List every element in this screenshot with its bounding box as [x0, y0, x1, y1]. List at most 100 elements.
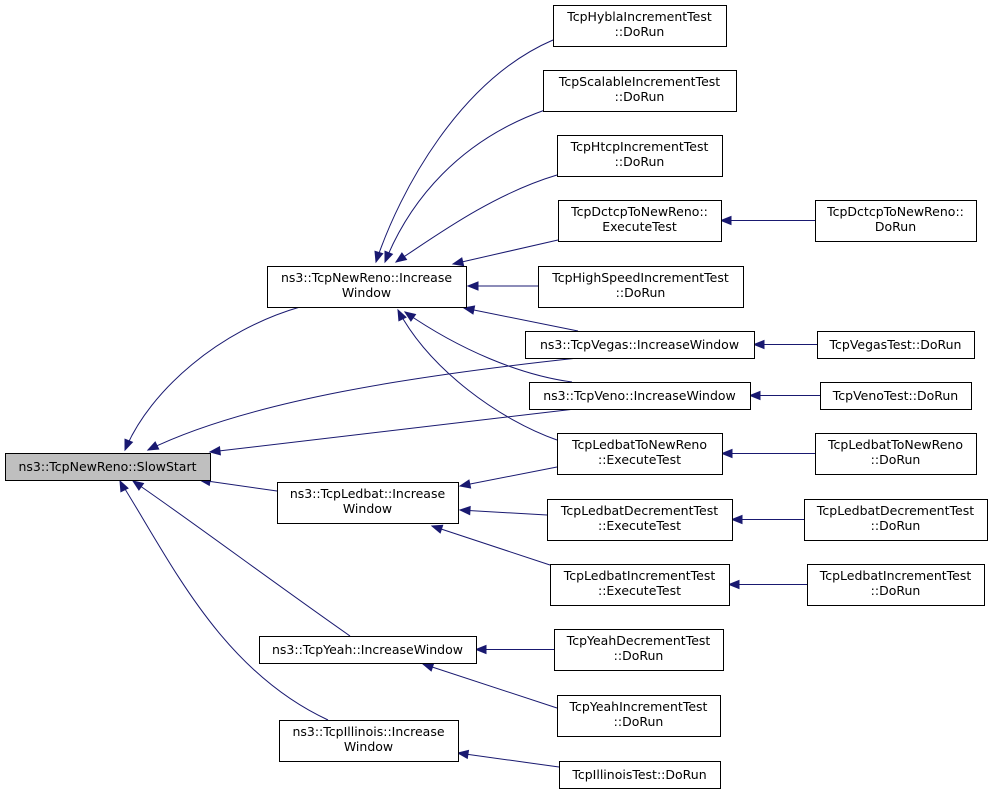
node-label-line: TcpLedbatToNewReno [827, 437, 963, 452]
node-box [557, 433, 723, 475]
node-label-line: TcpHyblaIncrementTest [566, 9, 712, 24]
node-label-line: ::DoRun [614, 648, 664, 663]
edge-line [463, 307, 579, 332]
arrowhead-icon [403, 311, 417, 322]
node-label-line: TcpLedbatDecrementTest [560, 503, 718, 518]
node-box [267, 266, 467, 308]
node-ledbat-newreno-dorun[interactable]: TcpLedbatToNewReno::DoRun [815, 433, 977, 475]
node-highspeed-test[interactable]: TcpHighSpeedIncrementTest::DoRun [538, 266, 744, 308]
edge-line [422, 663, 558, 709]
edge-line [457, 752, 560, 768]
edge-line [431, 525, 551, 566]
arrowhead-icon [727, 579, 740, 590]
node-ledbat-inc-exec[interactable]: TcpLedbatIncrementTest::ExecuteTest [550, 564, 730, 606]
node-box [259, 636, 477, 664]
call-edge-veno_iw-to-slowstart [208, 408, 576, 456]
node-label-line: ns3::TcpIllinois::Increase [292, 724, 444, 739]
node-label-line: ::DoRun [614, 714, 664, 729]
node-box [529, 382, 751, 410]
node-box [554, 629, 724, 671]
node-ledbat-dec-dorun[interactable]: TcpLedbatDecrementTest::DoRun [804, 499, 988, 541]
arrowhead-icon [208, 446, 221, 456]
node-box [5, 453, 211, 481]
node-label-line: ns3::TcpVeno::IncreaseWindow [543, 388, 736, 403]
arrowhead-icon [458, 479, 472, 489]
node-box [525, 331, 755, 359]
node-box [815, 200, 977, 242]
node-label-line: TcpDctcpToNewReno:: [826, 204, 964, 219]
node-htcp-test[interactable]: TcpHtcpIncrementTest::DoRun [557, 135, 723, 177]
node-ledbat-iw[interactable]: ns3::TcpLedbat::IncreaseWindow [277, 482, 459, 524]
call-edge-ledbat_dec_exec-to-ledbat_iw [458, 505, 548, 516]
call-edge-htcp_test-to-newreno_iw [394, 174, 558, 263]
call-edge-yeah_dec_test-to-yeah_iw [474, 644, 554, 655]
node-label-line: ::DoRun [871, 583, 921, 598]
edge-line [459, 466, 558, 487]
arrowhead-icon [458, 505, 471, 516]
node-box [557, 695, 721, 737]
arrowhead-icon [748, 390, 761, 401]
call-nodes: ns3::TcpNewReno::SlowStart ns3::TcpNewRen… [5, 5, 988, 789]
node-label-line: ns3::TcpNewReno::SlowStart [18, 459, 196, 474]
node-label-line: ::DoRun [615, 89, 665, 104]
call-edge-yeah_inc_test-to-yeah_iw [421, 662, 558, 709]
edge-line [395, 174, 558, 263]
node-label-line: ::DoRun [871, 518, 921, 533]
node-label-line: TcpVegasTest::DoRun [829, 337, 962, 352]
node-label-line: Window [342, 285, 391, 300]
call-edge-highspeed_test-to-newreno_iw [466, 281, 538, 291]
node-ledbat-dec-exec[interactable]: TcpLedbatDecrementTest::ExecuteTest [547, 499, 733, 541]
node-box [804, 499, 988, 541]
call-edge-ledbat_newreno_exec-to-newreno_iw [397, 308, 558, 441]
node-yeah-inc-test[interactable]: TcpYeahIncrementTest::DoRun [557, 695, 721, 737]
node-yeah-iw[interactable]: ns3::TcpYeah::IncreaseWindow [259, 636, 477, 664]
node-box [558, 200, 722, 242]
node-vegas-iw[interactable]: ns3::TcpVegas::IncreaseWindow [525, 331, 755, 359]
node-box [538, 266, 744, 308]
node-label-line: TcpIllinoisTest::DoRun [571, 767, 706, 782]
arrowhead-icon [451, 257, 465, 267]
node-yeah-dec-test[interactable]: TcpYeahDecrementTest::DoRun [554, 629, 724, 671]
node-hybla-test[interactable]: TcpHyblaIncrementTest::DoRun [553, 5, 727, 47]
node-label-line: TcpLedbatDecrementTest [816, 503, 974, 518]
call-edge-ledbat_newreno_exec-to-ledbat_iw [458, 466, 558, 489]
call-edge-veno_test-to-veno_iw [748, 390, 820, 401]
node-veno-iw[interactable]: ns3::TcpVeno::IncreaseWindow [529, 382, 751, 410]
node-label-line: TcpYeahIncrementTest [569, 699, 708, 714]
node-ledbat-inc-dorun[interactable]: TcpLedbatIncrementTest::DoRun [807, 564, 985, 606]
node-illinois-iw[interactable]: ns3::TcpIllinois::IncreaseWindow [279, 720, 459, 762]
node-scalable-test[interactable]: TcpScalableIncrementTest::DoRun [543, 70, 737, 112]
node-label-line: ::ExecuteTest [598, 583, 681, 598]
node-vegas-test[interactable]: TcpVegasTest::DoRun [817, 331, 975, 359]
node-newreno-iw[interactable]: ns3::TcpNewReno::IncreaseWindow [267, 266, 467, 308]
node-label-line: ::DoRun [615, 154, 665, 169]
call-edge-vegas_iw-to-newreno_iw [462, 305, 579, 332]
node-label-line: ::DoRun [615, 24, 665, 39]
call-edge-illinois_test-to-illinois_iw [456, 749, 560, 768]
arrowhead-icon [124, 438, 134, 452]
edge-line [375, 39, 554, 263]
node-label-line: Window [344, 739, 393, 754]
node-box [559, 761, 721, 789]
node-illinois-test[interactable]: TcpIllinoisTest::DoRun [559, 761, 721, 789]
node-dctcp-exec[interactable]: TcpDctcpToNewReno::ExecuteTest [558, 200, 722, 242]
node-slowstart[interactable]: ns3::TcpNewReno::SlowStart [5, 453, 211, 481]
node-dctcp-dorun[interactable]: TcpDctcpToNewReno::DoRun [815, 200, 977, 242]
arrowhead-icon [719, 215, 732, 226]
node-box [807, 564, 985, 606]
node-label-line: TcpLedbatToNewReno [571, 437, 707, 452]
call-edge-yeah_iw-to-slowstart [131, 480, 351, 637]
node-veno-test[interactable]: TcpVenoTest::DoRun [820, 382, 972, 410]
edge-line [209, 408, 576, 453]
call-edge-scalable_test-to-newreno_iw [384, 109, 546, 264]
edge-line [459, 509, 548, 516]
edge-line [384, 109, 546, 263]
node-label-line: TcpScalableIncrementTest [558, 74, 720, 89]
node-box [547, 499, 733, 541]
arrowhead-icon [720, 448, 733, 459]
call-edge-vegas_iw-to-slowstart [146, 357, 579, 451]
arrowhead-icon [384, 250, 394, 264]
edge-line [132, 480, 351, 637]
node-ledbat-newreno-exec[interactable]: TcpLedbatToNewReno::ExecuteTest [557, 433, 723, 475]
node-label-line: TcpHtcpIncrementTest [570, 139, 709, 154]
